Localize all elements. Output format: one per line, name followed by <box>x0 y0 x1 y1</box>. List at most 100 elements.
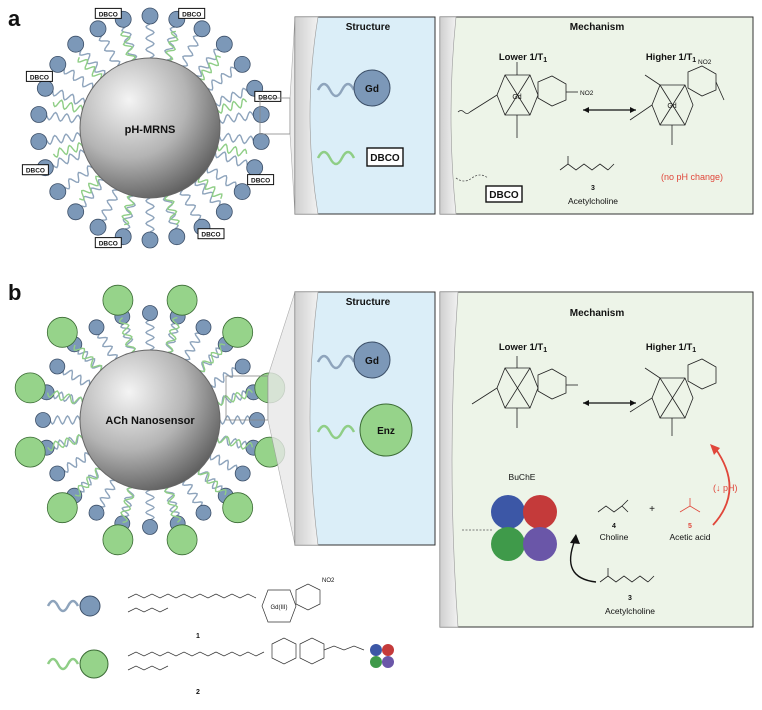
gd-linker <box>119 322 137 353</box>
dbco-tag-box <box>94 7 122 19</box>
gd-linker <box>207 66 236 91</box>
ach-nanosensor-nanoparticle: ACh Nanosensor <box>14 284 286 556</box>
legend-gd-bead <box>79 595 101 617</box>
gd-linker <box>98 35 121 67</box>
legend-no2: NO2 <box>322 578 335 584</box>
gd-linker <box>181 480 204 508</box>
gd-linker <box>99 479 116 508</box>
enzyme-bead <box>102 284 134 316</box>
core-label-a: pH-MRNS <box>125 124 176 136</box>
dbco-linker <box>199 55 221 81</box>
gd-linker <box>145 319 155 351</box>
gd-bead <box>215 203 233 221</box>
choline-number: 4 <box>612 523 616 530</box>
blue-linker-b <box>316 354 356 370</box>
dbco-tag-box <box>254 90 282 102</box>
plus-sign: + <box>649 504 655 515</box>
gd-complex-lower-b <box>471 356 578 428</box>
gd-linker <box>79 467 101 493</box>
gd-label-b: Gd <box>365 356 379 367</box>
green-linker-a <box>316 150 356 166</box>
dbco-linker <box>77 57 103 79</box>
core-label-b: ACh Nanosensor <box>105 415 195 427</box>
acetylcholine-name-a: Acetylcholine <box>568 196 618 206</box>
gd-linker <box>79 49 106 76</box>
dbco-tag-label: DBCO <box>251 178 270 185</box>
enzyme-linker <box>217 388 253 406</box>
dbco-tag-label: DBCO <box>99 11 118 18</box>
svg-text:DBCO: DBCO <box>489 190 519 201</box>
gd-atom-higher-a: Gd <box>667 103 676 110</box>
buche-label: BuChE <box>509 472 536 482</box>
legend-enzyme-bead <box>79 649 109 679</box>
gd-complex-higher-a <box>629 65 725 145</box>
gd-linker <box>206 167 237 188</box>
green-linker-b <box>316 424 356 440</box>
enzyme-bead <box>102 524 134 556</box>
mechanism-panel-a: Mechanism Lower 1/T1 Higher 1/T1 Gd NO2 <box>439 16 754 215</box>
gd-linker <box>96 332 119 360</box>
gd-bead <box>234 465 251 482</box>
higher-label-a: Higher 1/T1 <box>646 52 696 64</box>
acetylcholine-structure-b <box>599 568 655 583</box>
no2-higher-a: NO2 <box>698 59 712 66</box>
gd-linker <box>101 189 118 221</box>
gd-bead <box>88 504 105 521</box>
dbco-linker <box>216 143 248 157</box>
dbco-linker <box>163 195 181 226</box>
gd-atom-lower-a: Gd <box>512 94 521 101</box>
gd-linker <box>184 332 201 361</box>
gd-bead <box>49 465 66 482</box>
gd-linker <box>52 433 83 451</box>
ph-drop-note: (↓ pH) <box>713 483 738 493</box>
panel-b-letter: b <box>8 280 21 305</box>
gd-linker <box>162 195 179 230</box>
gd-bead <box>195 504 212 521</box>
enzyme-linker <box>118 317 136 353</box>
no-ph-change-note: (no pH change) <box>661 172 723 182</box>
zoom-cone-b <box>267 291 296 546</box>
dbco-tag-box <box>25 70 53 82</box>
enzyme-bead <box>166 284 198 316</box>
gd-bead <box>67 35 85 53</box>
panel-a-letter: a <box>8 6 21 31</box>
structure-panel-a: Structure Gd DBCO <box>294 16 436 215</box>
structure-title-a: Structure <box>346 22 391 33</box>
gd-bead <box>141 231 159 249</box>
gd-linker <box>197 469 223 491</box>
gd-bead <box>49 358 66 375</box>
gd-bead <box>233 183 251 201</box>
gd-linker <box>163 487 181 518</box>
enzyme-bead <box>222 316 254 348</box>
acid-arrow <box>712 447 731 526</box>
gd-linker <box>145 197 155 233</box>
gd-linker <box>210 366 238 389</box>
acetylcholine-name-b: Acetylcholine <box>605 606 655 616</box>
enzyme-linker <box>47 434 83 452</box>
acetylcholine-number-a: 3 <box>591 185 595 192</box>
gd-linker <box>46 131 82 146</box>
buche-enzyme-icon <box>491 495 557 561</box>
acetic-number: 5 <box>688 523 692 530</box>
gd-bead <box>252 133 270 150</box>
structure-title-b: Structure <box>346 297 391 308</box>
gd-linker <box>62 369 91 386</box>
gd-bead <box>234 358 251 375</box>
dbco-tag-label: DBCO <box>30 74 49 81</box>
gd-bead <box>35 412 51 428</box>
choline-name: Choline <box>600 532 629 542</box>
gd-linker <box>194 180 221 207</box>
enzyme-linker <box>46 390 84 405</box>
compound-2-structure <box>127 637 365 671</box>
gd-complex-lower-a <box>457 62 578 138</box>
acetic-acid-structure <box>679 498 701 513</box>
gd-linker <box>209 454 238 471</box>
dbco-tag-label: DBCO <box>201 232 220 239</box>
compound-legend: Gd(III) NO2 1 2 <box>46 578 394 696</box>
no2-lower-a: NO2 <box>580 90 594 97</box>
higher-label-b: Higher 1/T1 <box>646 342 696 354</box>
dbco-linker <box>119 30 137 61</box>
